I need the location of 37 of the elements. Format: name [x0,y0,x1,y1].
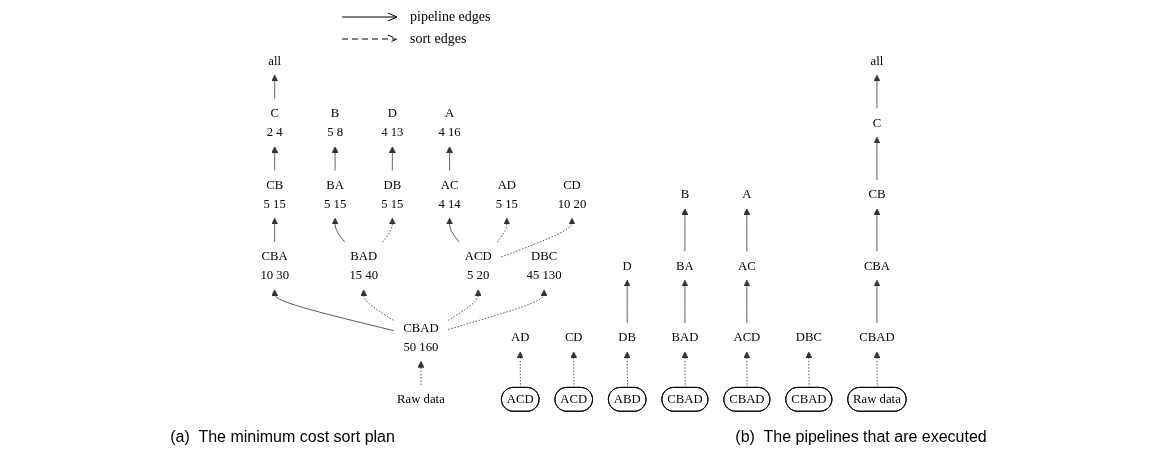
node-text: CBAD [859,330,895,344]
node-text: CBA [863,258,891,273]
node-text: all [268,53,282,68]
node-text: DBC [795,330,822,344]
node-text: AC [738,258,756,273]
panel-caption: (b) The pipelines that are executed [735,428,987,446]
node-text: BA [676,258,694,273]
node-text: C 2 4 [266,105,283,139]
node-text: ACD 5 20 [464,249,492,282]
node-text: ACD [733,330,761,344]
node-text: DB 5 15 [381,177,404,211]
node-text: CB [868,187,886,201]
node-text: BAD 15 40 [349,249,379,282]
node-text: D [622,258,632,273]
node-text: Raw data [397,392,445,406]
node-text: AC 4 14 [438,177,461,211]
node-text: AD 5 15 [495,177,518,211]
node-text: C [872,115,882,130]
legend-text: pipeline edges [410,9,491,25]
node-text: B 5 8 [327,105,344,139]
node-text: CD [564,330,583,344]
node-text: A 4 16 [438,105,461,139]
panel-caption: (a) The minimum cost sort plan [170,428,395,446]
legend-text: sort edges [410,31,467,47]
node-text: D 4 13 [381,105,404,139]
node-text: AD [511,330,530,344]
node-text: BAD [671,330,699,344]
node-text: CBA 10 30 [260,249,289,282]
node-text: all [870,53,884,68]
node-text: DBC 45 130 [526,249,562,282]
node-text: CB 5 15 [263,177,286,211]
node-text: B [680,187,690,201]
node-text: DB [618,330,637,344]
node-text: BA 5 15 [323,177,347,211]
node-text: A [742,187,752,201]
node-text: CD 10 20 [557,177,587,211]
node-text: CBAD 50 160 [403,320,439,354]
